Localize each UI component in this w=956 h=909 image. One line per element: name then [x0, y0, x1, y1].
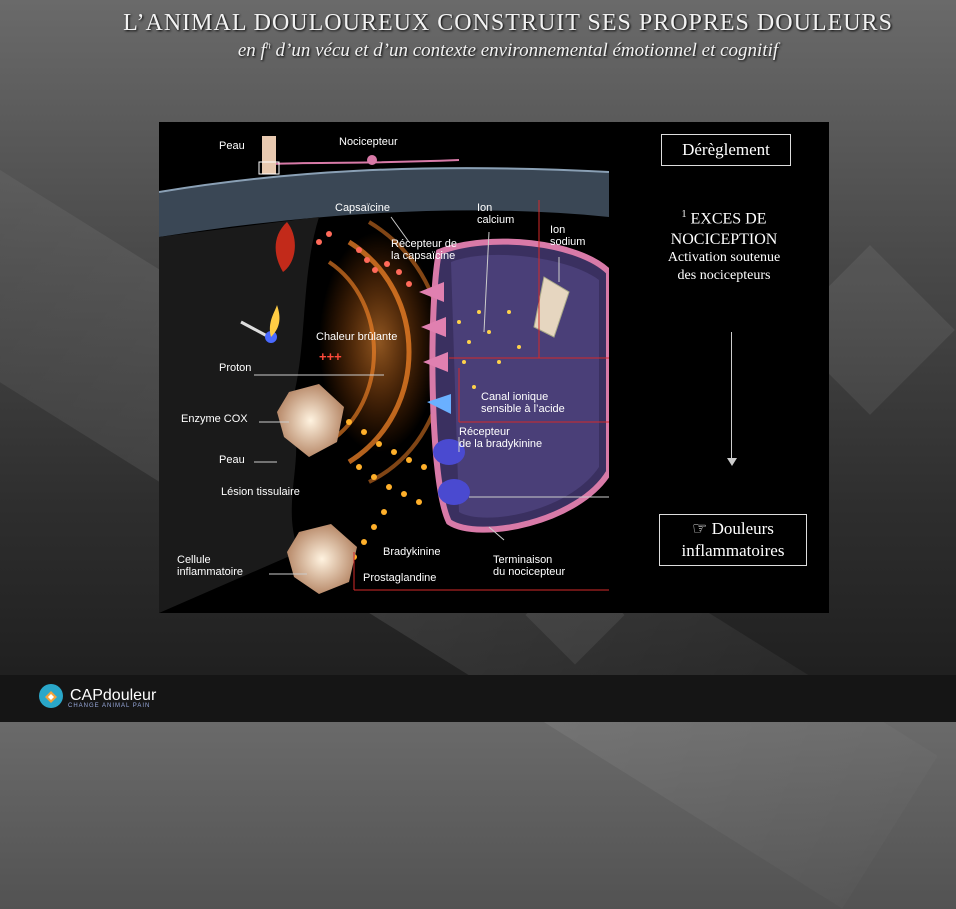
- label-prostaglandine: Prostaglandine: [363, 572, 436, 584]
- label-proton-marks: +++: [319, 351, 342, 363]
- down-arrow-line: [731, 332, 732, 460]
- label-nocicepteur: Nocicepteur: [339, 136, 398, 148]
- down-arrow-icon: [727, 458, 737, 466]
- slide-title: L’ANIMAL DOULOUREUX CONSTRUIT SES PROPRE…: [0, 10, 956, 37]
- label-bradykinine: Bradykinine: [383, 546, 440, 558]
- slide-subtitle: en fn d’un vécu et d’un contexte environ…: [0, 40, 956, 62]
- label-lesion: Lésion tissulaire: [221, 486, 300, 498]
- footer-bar: CAPdouleur CHANGE ANIMAL PAIN: [0, 675, 956, 722]
- logo-icon: [38, 683, 64, 709]
- label-peau-mid: Peau: [219, 454, 245, 466]
- right-column: Dérèglement 1 EXCES DE NOCICEPTION Activ…: [619, 122, 829, 613]
- label-capsaicine: Capsaïcine: [335, 202, 390, 214]
- dereglement-box: Dérèglement: [661, 134, 791, 166]
- label-enzyme-cox: Enzyme COX: [181, 413, 248, 425]
- logo-subtitle: CHANGE ANIMAL PAIN: [68, 703, 150, 709]
- douleurs-box: ☞ Douleurs inflammatoires: [659, 514, 807, 566]
- label-proton: Proton: [219, 362, 251, 374]
- label-peau-top: Peau: [219, 140, 245, 152]
- label-chaleur: Chaleur brûlante: [316, 331, 397, 343]
- pointing-hand-icon: ☞: [692, 519, 707, 538]
- exces-heading: 1 EXCES DE NOCICEPTION: [619, 204, 829, 250]
- activation-text: Activation soutenue des nocicepteurs: [619, 249, 829, 285]
